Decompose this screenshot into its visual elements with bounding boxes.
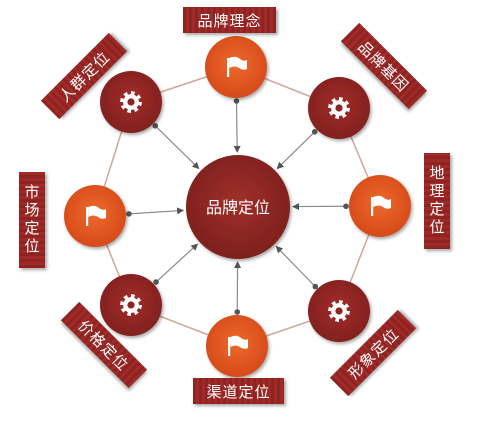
spoke-line — [279, 249, 315, 286]
spoke-dot — [234, 98, 240, 104]
node-circle — [206, 315, 268, 377]
spoke-dot — [152, 123, 158, 129]
node-circle — [64, 185, 126, 247]
spoke-arrowhead — [177, 207, 184, 214]
tag-geo-position: 地理定位 — [424, 153, 450, 249]
node-left — [64, 185, 126, 247]
spoke-dot — [343, 203, 349, 209]
tag-market-position: 市场定位 — [19, 172, 45, 268]
center-label: 品牌定位 — [206, 198, 270, 217]
spoke-line — [155, 126, 196, 166]
tag-label: 渠道定位 — [206, 381, 270, 402]
spoke-dot — [313, 284, 319, 290]
spoke-line — [129, 211, 179, 214]
spoke-arrowhead — [234, 261, 241, 268]
node-right — [349, 175, 411, 237]
tag-brand-concept: 品牌理念 — [183, 7, 276, 33]
tag-channel-position: 渠道定位 — [193, 378, 284, 404]
node-top — [205, 36, 267, 98]
spoke-dot — [234, 309, 240, 315]
tag-label: 地理定位 — [427, 165, 448, 237]
spoke-line — [156, 247, 194, 282]
node-bottom — [206, 315, 268, 377]
spoke-line — [236, 101, 237, 148]
node-top-left — [100, 71, 162, 133]
spoke-arrowhead — [234, 146, 241, 153]
center-node: 品牌定位 — [186, 155, 290, 259]
tag-label: 市场定位 — [22, 184, 43, 256]
node-circle — [349, 175, 411, 237]
spoke-dot — [153, 279, 159, 285]
gear-icon — [328, 300, 350, 322]
node-bottom-right — [308, 280, 370, 342]
node-bottom-left — [100, 274, 162, 336]
gear-icon — [120, 91, 142, 113]
spoke-line — [280, 132, 315, 166]
tag-label: 品牌理念 — [197, 10, 261, 31]
spoke-dot — [312, 129, 318, 135]
spoke-arrowhead — [292, 203, 299, 210]
spoke-dot — [126, 211, 132, 217]
node-top-right — [308, 77, 370, 139]
node-circle — [205, 36, 267, 98]
